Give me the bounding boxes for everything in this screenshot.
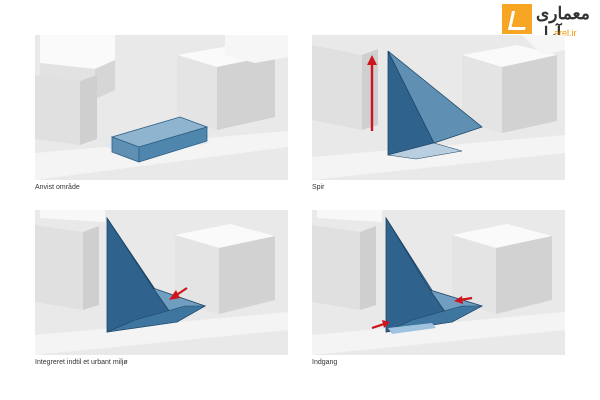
red-arrow-icon xyxy=(367,55,377,131)
panel-entrance xyxy=(312,210,565,355)
logo-icon xyxy=(502,4,532,34)
logo-subtext: arel.ir xyxy=(554,28,577,38)
red-arrow-icon xyxy=(371,320,390,330)
panel-urban-integration xyxy=(35,210,288,355)
caption-site-area: Anvist område xyxy=(35,184,80,191)
caption-urban-integration: Integreret indtil et urbant miljø xyxy=(35,359,128,366)
red-arrow-icon xyxy=(169,287,188,300)
red-arrow-icon xyxy=(454,296,473,304)
caption-spire: Spir xyxy=(312,184,325,191)
panel-site-area xyxy=(35,35,288,180)
panel-spire xyxy=(312,35,565,180)
caption-entrance: Indgang xyxy=(312,359,338,366)
